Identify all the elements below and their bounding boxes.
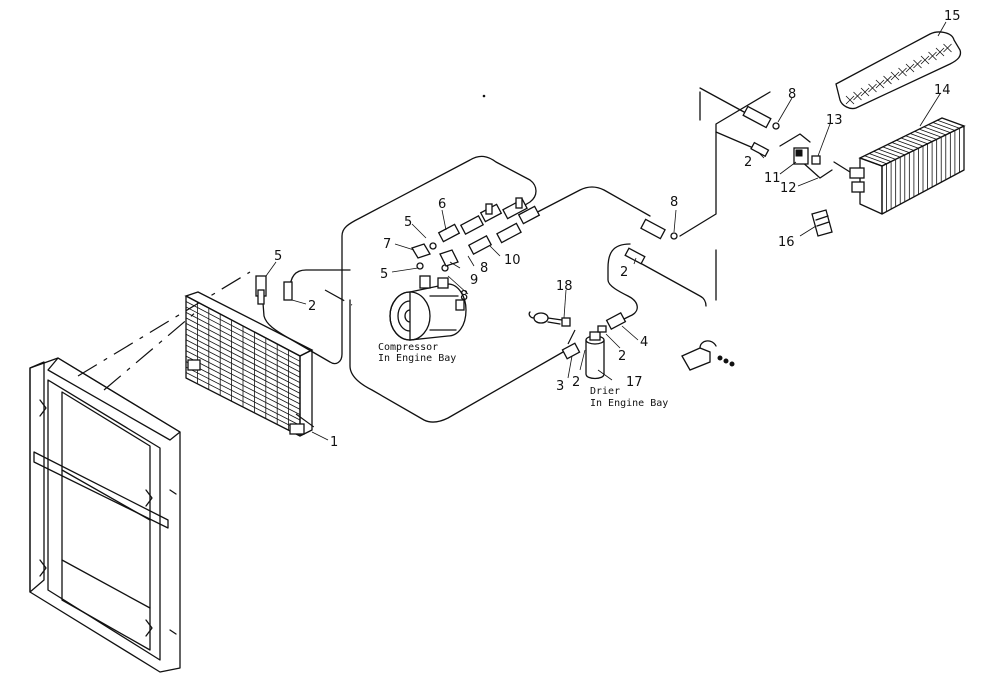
callout-3: 3 [556, 379, 564, 394]
callout-18: 18 [556, 279, 573, 294]
elbow-fittings [411, 243, 459, 267]
guide-line [103, 311, 197, 391]
filter-pad-icon [835, 31, 962, 110]
expansion-valve-icon [793, 147, 821, 165]
callout-5-upper: 5 [404, 215, 412, 230]
callout-8-mid: 8 [480, 261, 488, 276]
callout-6: 6 [438, 197, 446, 212]
evaporator-icon [849, 117, 966, 215]
callout-12: 12 [780, 181, 797, 196]
condenser-icon [184, 291, 314, 437]
guide-line [567, 329, 576, 345]
guide-line [324, 289, 353, 306]
callout-8-line: 8 [670, 195, 678, 210]
callout-2-drier: 2 [572, 375, 580, 390]
mounting-bracket-icon [681, 340, 735, 371]
leader-lines [265, 21, 947, 441]
callout-13: 13 [826, 113, 843, 128]
callout-2-line: 2 [620, 265, 628, 280]
callout-17: 17 [626, 375, 643, 390]
callout-9: 9 [470, 273, 478, 288]
drier-caption-line1: Drier [590, 386, 620, 397]
callout-2-drier-out: 2 [618, 349, 626, 364]
callout-8-top: 8 [788, 87, 796, 102]
switch-icon [811, 209, 833, 237]
hose-lines [261, 87, 851, 423]
callout-5-lower: 5 [380, 267, 388, 282]
callout-15: 15 [944, 9, 961, 24]
pressure-sensor-icon [528, 311, 571, 327]
callout-2-condenser: 2 [308, 299, 316, 314]
guide-line [77, 271, 251, 377]
callout-7: 7 [383, 237, 391, 252]
callout-14: 14 [934, 83, 951, 98]
hose-fittings [255, 105, 780, 360]
callout-5-condenser: 5 [274, 249, 282, 264]
compressor-caption-line2: In Engine Bay [378, 353, 456, 364]
radiator-frame-icon [29, 357, 181, 673]
compressor-icon [389, 275, 467, 341]
callout-16: 16 [778, 235, 795, 250]
callout-2-valve: 2 [744, 155, 752, 170]
callout-4: 4 [640, 335, 648, 350]
stray-dot [482, 94, 486, 98]
callout-8-low: 8 [460, 289, 468, 304]
callout-1: 1 [330, 435, 338, 450]
callout-10: 10 [504, 253, 521, 268]
drier-caption-line2: In Engine Bay [590, 398, 668, 409]
compressor-caption-line1: Compressor [378, 342, 438, 353]
drier-icon [585, 325, 607, 380]
callout-11: 11 [764, 171, 781, 186]
